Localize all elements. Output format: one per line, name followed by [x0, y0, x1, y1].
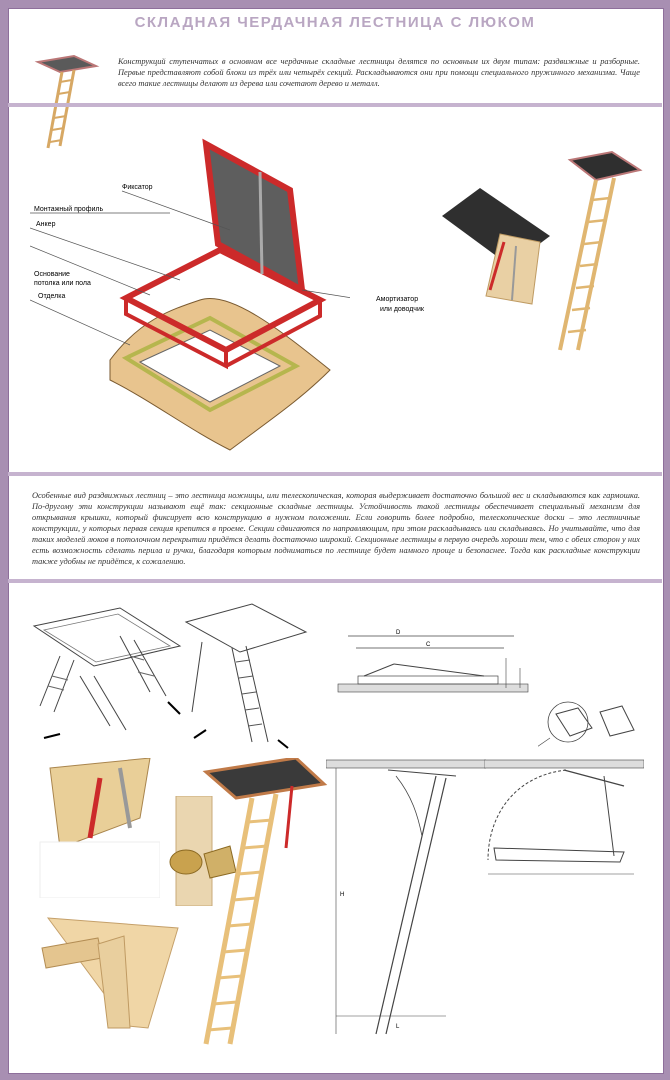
label-finishing: Отделка	[38, 293, 65, 300]
dim-label-c: C	[426, 642, 431, 648]
label-ceiling-base: Основание	[34, 271, 70, 278]
intro-paragraph: Конструкций ступенчатых в основном все ч…	[118, 57, 640, 88]
step-joint-photo	[41, 917, 179, 1029]
body-paragraph: Особенные вид раздвижных лестниц – это л…	[32, 491, 640, 566]
section-divider-1	[8, 103, 662, 107]
dim-label-l: L	[396, 1024, 400, 1030]
label-ceiling-base-2: потолка или пола	[34, 280, 91, 287]
ladder-mechanism-drawing-1	[32, 607, 182, 739]
dim-label-h: H	[340, 892, 344, 898]
ladder-side-elevation: H L	[326, 759, 486, 1035]
hinge-mechanism-photo	[30, 758, 160, 898]
hatch-exploded-diagram: Фиксатор Монтажный профиль Анкер Основан…	[30, 138, 350, 451]
label-mount-profile: Монтажный профиль	[34, 205, 103, 213]
ladder-fold-arc-drawing	[484, 759, 644, 875]
shock-absorber-label: Амортизатор или доводчик	[376, 296, 425, 313]
svg-text:или доводчик: или доводчик	[380, 306, 425, 313]
unfolded-ladder-photo	[558, 150, 643, 351]
folded-ladder-photo	[442, 188, 550, 305]
svg-text:Амортизатор: Амортизатор	[376, 296, 418, 303]
full-ladder-with-hatch-photo	[202, 758, 328, 1045]
ladder-mechanism-drawing-2	[184, 603, 308, 749]
hinge-bracket-photo	[169, 796, 237, 906]
label-anchor: Анкер	[36, 221, 56, 228]
section-divider-2	[8, 472, 662, 476]
hatch-dimension-drawing: D C	[337, 630, 529, 693]
hinge-detail-drawing	[538, 701, 635, 747]
page-title: СКЛАДНАЯ ЧЕРДАЧНАЯ ЛЕСТНИЦА С ЛЮКОМ	[134, 14, 536, 31]
dim-label-d: D	[396, 630, 401, 636]
section-divider-3	[8, 579, 662, 583]
label-fixator: Фиксатор	[122, 184, 153, 191]
